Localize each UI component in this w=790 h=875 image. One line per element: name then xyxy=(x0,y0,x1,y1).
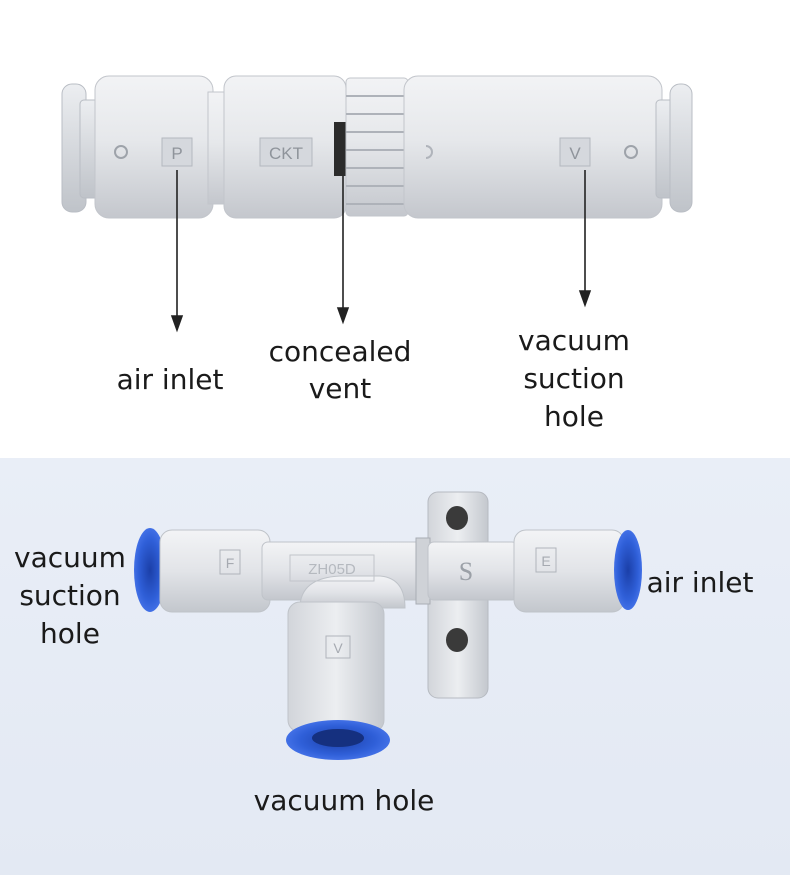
label-vacuum-bottom: vacuum xyxy=(14,541,126,574)
p-mark-plate xyxy=(161,137,193,167)
model-mark-plate xyxy=(289,554,375,582)
f-mark-plate xyxy=(219,549,241,575)
left-body-segment xyxy=(94,75,214,219)
label-vacuum-hole: vacuum hole xyxy=(254,784,435,817)
right-fitting xyxy=(513,529,625,613)
v-mark-bottom: V xyxy=(333,640,343,656)
bracket-hole-bottom xyxy=(446,628,468,652)
label-hole-bottom: hole xyxy=(40,617,100,650)
label-vent: vent xyxy=(309,372,372,405)
label-air-inlet-top: air inlet xyxy=(117,363,224,396)
model-mark: ZH05D xyxy=(308,561,356,578)
e-mark: E xyxy=(541,553,550,569)
f-mark: F xyxy=(226,555,235,571)
e-mark-plate xyxy=(535,547,557,573)
inline-ejector-diagram: P CKT V air inlet concealed vent vacuum … xyxy=(61,75,693,433)
label-air-inlet-bottom: air inlet xyxy=(647,566,754,599)
tee-branch-elbow xyxy=(299,575,406,609)
right-end-cap xyxy=(669,83,693,213)
label-vacuum-top: vacuum xyxy=(518,324,630,357)
ribbed-section xyxy=(345,77,409,217)
tee-ejector-diagram: F ZH05D S E V vacuum suction hole air in… xyxy=(14,491,754,817)
left-screw-dot xyxy=(114,145,128,159)
right-body-segment xyxy=(403,75,663,219)
vent-slot xyxy=(334,122,348,176)
right-blue-collet xyxy=(614,530,642,610)
label-hole-top: hole xyxy=(544,400,604,433)
bracket-hole-top xyxy=(446,506,468,530)
ckt-mark-plate xyxy=(259,137,313,167)
v-mark: V xyxy=(569,144,581,163)
label-suction-top: suction xyxy=(523,362,624,395)
label-suction-bottom: suction xyxy=(19,579,120,612)
s-mark: S xyxy=(459,557,473,586)
bottom-port-opening xyxy=(312,729,364,747)
bottom-panel: F ZH05D S E V vacuum suction hole air in… xyxy=(0,458,790,875)
p-mark: P xyxy=(171,144,182,163)
top-leader-lines xyxy=(170,170,592,333)
left-body xyxy=(159,529,271,613)
label-concealed: concealed xyxy=(269,335,412,368)
v-mark-plate-bottom xyxy=(325,635,351,659)
left-blue-collet xyxy=(134,528,166,612)
top-panel: P CKT V air inlet concealed vent vacuum … xyxy=(61,75,693,433)
vertical-branch xyxy=(287,601,385,733)
right-screw-dot xyxy=(624,145,638,159)
rib-lines xyxy=(346,95,408,205)
v-mark-plate xyxy=(559,137,591,167)
ckt-mark: CKT xyxy=(269,144,303,163)
mid-mark xyxy=(425,145,433,159)
